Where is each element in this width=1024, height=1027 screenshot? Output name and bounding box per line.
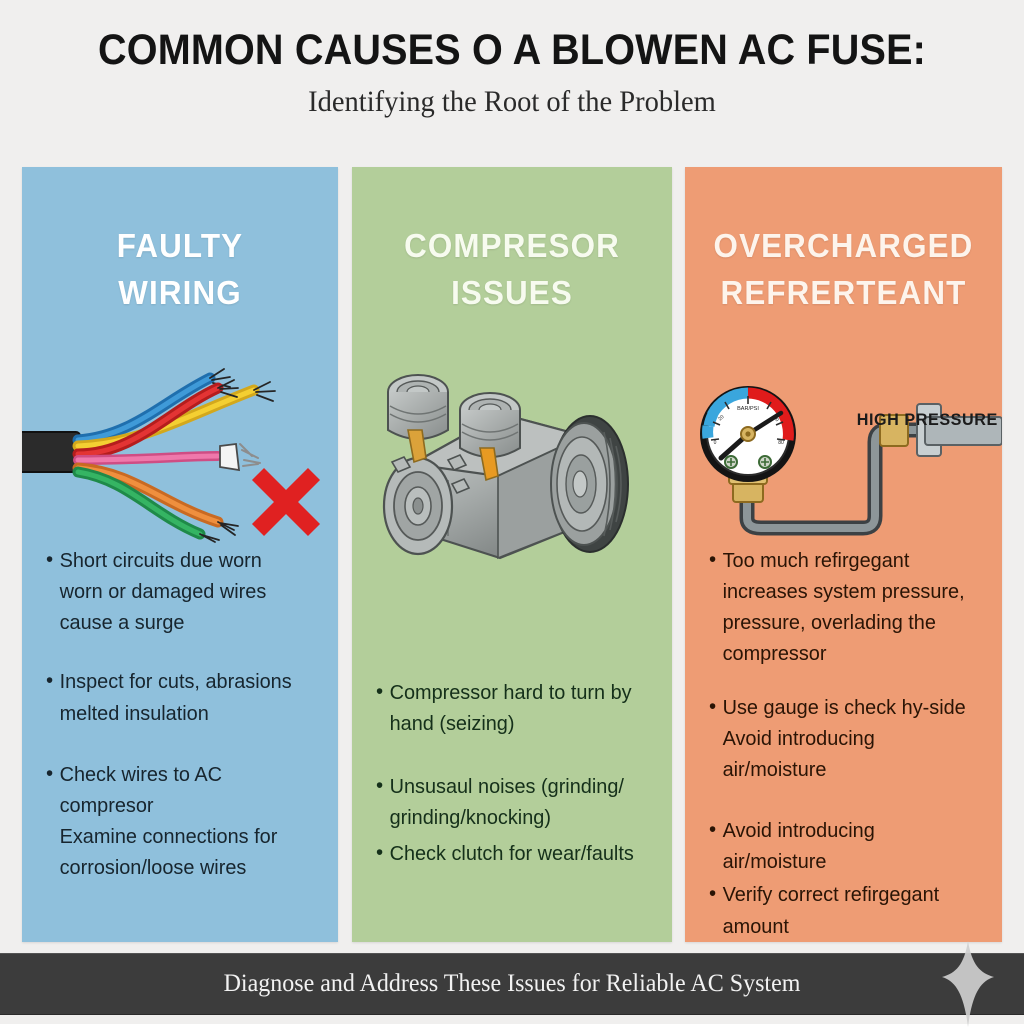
bullet-dot-icon: • — [709, 882, 717, 906]
list-item: • Check clutch for wear/faults — [376, 838, 650, 869]
bullet-text: Too much refirgegant increases system pr… — [722, 549, 965, 666]
svg-text:BAR/PSI: BAR/PSI — [737, 406, 759, 412]
bullet-list-faulty-wiring: • Short circuits due worn worn or damage… — [22, 545, 338, 883]
bullet-dot-icon: • — [376, 680, 384, 703]
bullet-dot-icon: • — [46, 761, 54, 785]
list-item: • Short circuits due worn worn or damage… — [46, 545, 316, 638]
bullet-text: Unsusaul noises (grinding/ grinding/knoc… — [389, 775, 624, 830]
svg-text:0: 0 — [714, 440, 717, 446]
svg-text:60: 60 — [772, 415, 780, 423]
bullet-list-overcharged-refrerteant: • Too much refirgegant increases system … — [685, 545, 1002, 942]
bullet-text: Compressor hard to turn by hand (seizing… — [389, 681, 632, 736]
footer-banner: Diagnose and Address These Issues for Re… — [0, 941, 1024, 1027]
bullet-dot-icon: • — [709, 694, 717, 718]
bullet-dot-icon: • — [46, 669, 54, 693]
list-item: • Avoid introducing air/moisture — [709, 815, 980, 877]
pressure-gauge-icon: BAR/PSI 20 60 0 80 HIGH PRESSURE — [685, 382, 1002, 542]
frayed-wires-icon — [22, 332, 338, 547]
footer-text: Diagnose and Address These Issues for Re… — [223, 970, 801, 997]
list-item: • Verify correct refirgegant amount — [709, 879, 980, 941]
bullet-text: Short circuits due worn worn or damaged … — [59, 549, 267, 635]
bullet-dot-icon: • — [46, 548, 54, 571]
bullet-text: Use gauge is check hy-side Avoid introdu… — [722, 695, 966, 781]
list-item: • Check wires to AC compresor Examine co… — [46, 759, 316, 884]
bullet-list-compresor-issues: • Compressor hard to turn by hand (seizi… — [352, 677, 672, 869]
title-block: COMMON CAUSES O A BLOWEN AC FUSE: Identi… — [0, 26, 1024, 119]
diamond-ornament-icon — [942, 941, 994, 1027]
list-item: • Inspect for cuts, abrasions melted ins… — [46, 666, 316, 728]
list-item: • Too much refirgegant increases system … — [709, 545, 980, 670]
error-x-icon — [251, 467, 321, 537]
page-subtitle: Identifying the Root of the Problem — [308, 85, 716, 119]
page-title: COMMON CAUSES O A BLOWEN AC FUSE: — [97, 26, 927, 74]
bullet-text: Avoid introducing air/moisture — [722, 819, 875, 874]
bullet-text: Inspect for cuts, abrasions melted insul… — [59, 670, 292, 725]
high-pressure-label: HIGH PRESSURE — [856, 410, 998, 429]
list-item: • Compressor hard to turn by hand (seizi… — [376, 677, 650, 739]
list-item: • Use gauge is check hy-side Avoid intro… — [709, 692, 980, 785]
svg-text:80: 80 — [778, 440, 784, 446]
bullet-text: Check clutch for wear/faults — [389, 841, 634, 865]
ac-compressor-icon — [352, 352, 672, 577]
bullet-dot-icon: • — [709, 548, 717, 571]
bullet-text: Check wires to AC compresor Examine conn… — [59, 762, 278, 880]
list-item: • Unsusaul noises (grinding/ grinding/kn… — [376, 771, 650, 833]
bullet-dot-icon: • — [376, 774, 384, 798]
svg-text:20: 20 — [717, 414, 725, 422]
bullet-dot-icon: • — [376, 840, 384, 864]
bullet-dot-icon: • — [709, 818, 717, 842]
bullet-text: Verify correct refirgegant amount — [722, 883, 940, 938]
